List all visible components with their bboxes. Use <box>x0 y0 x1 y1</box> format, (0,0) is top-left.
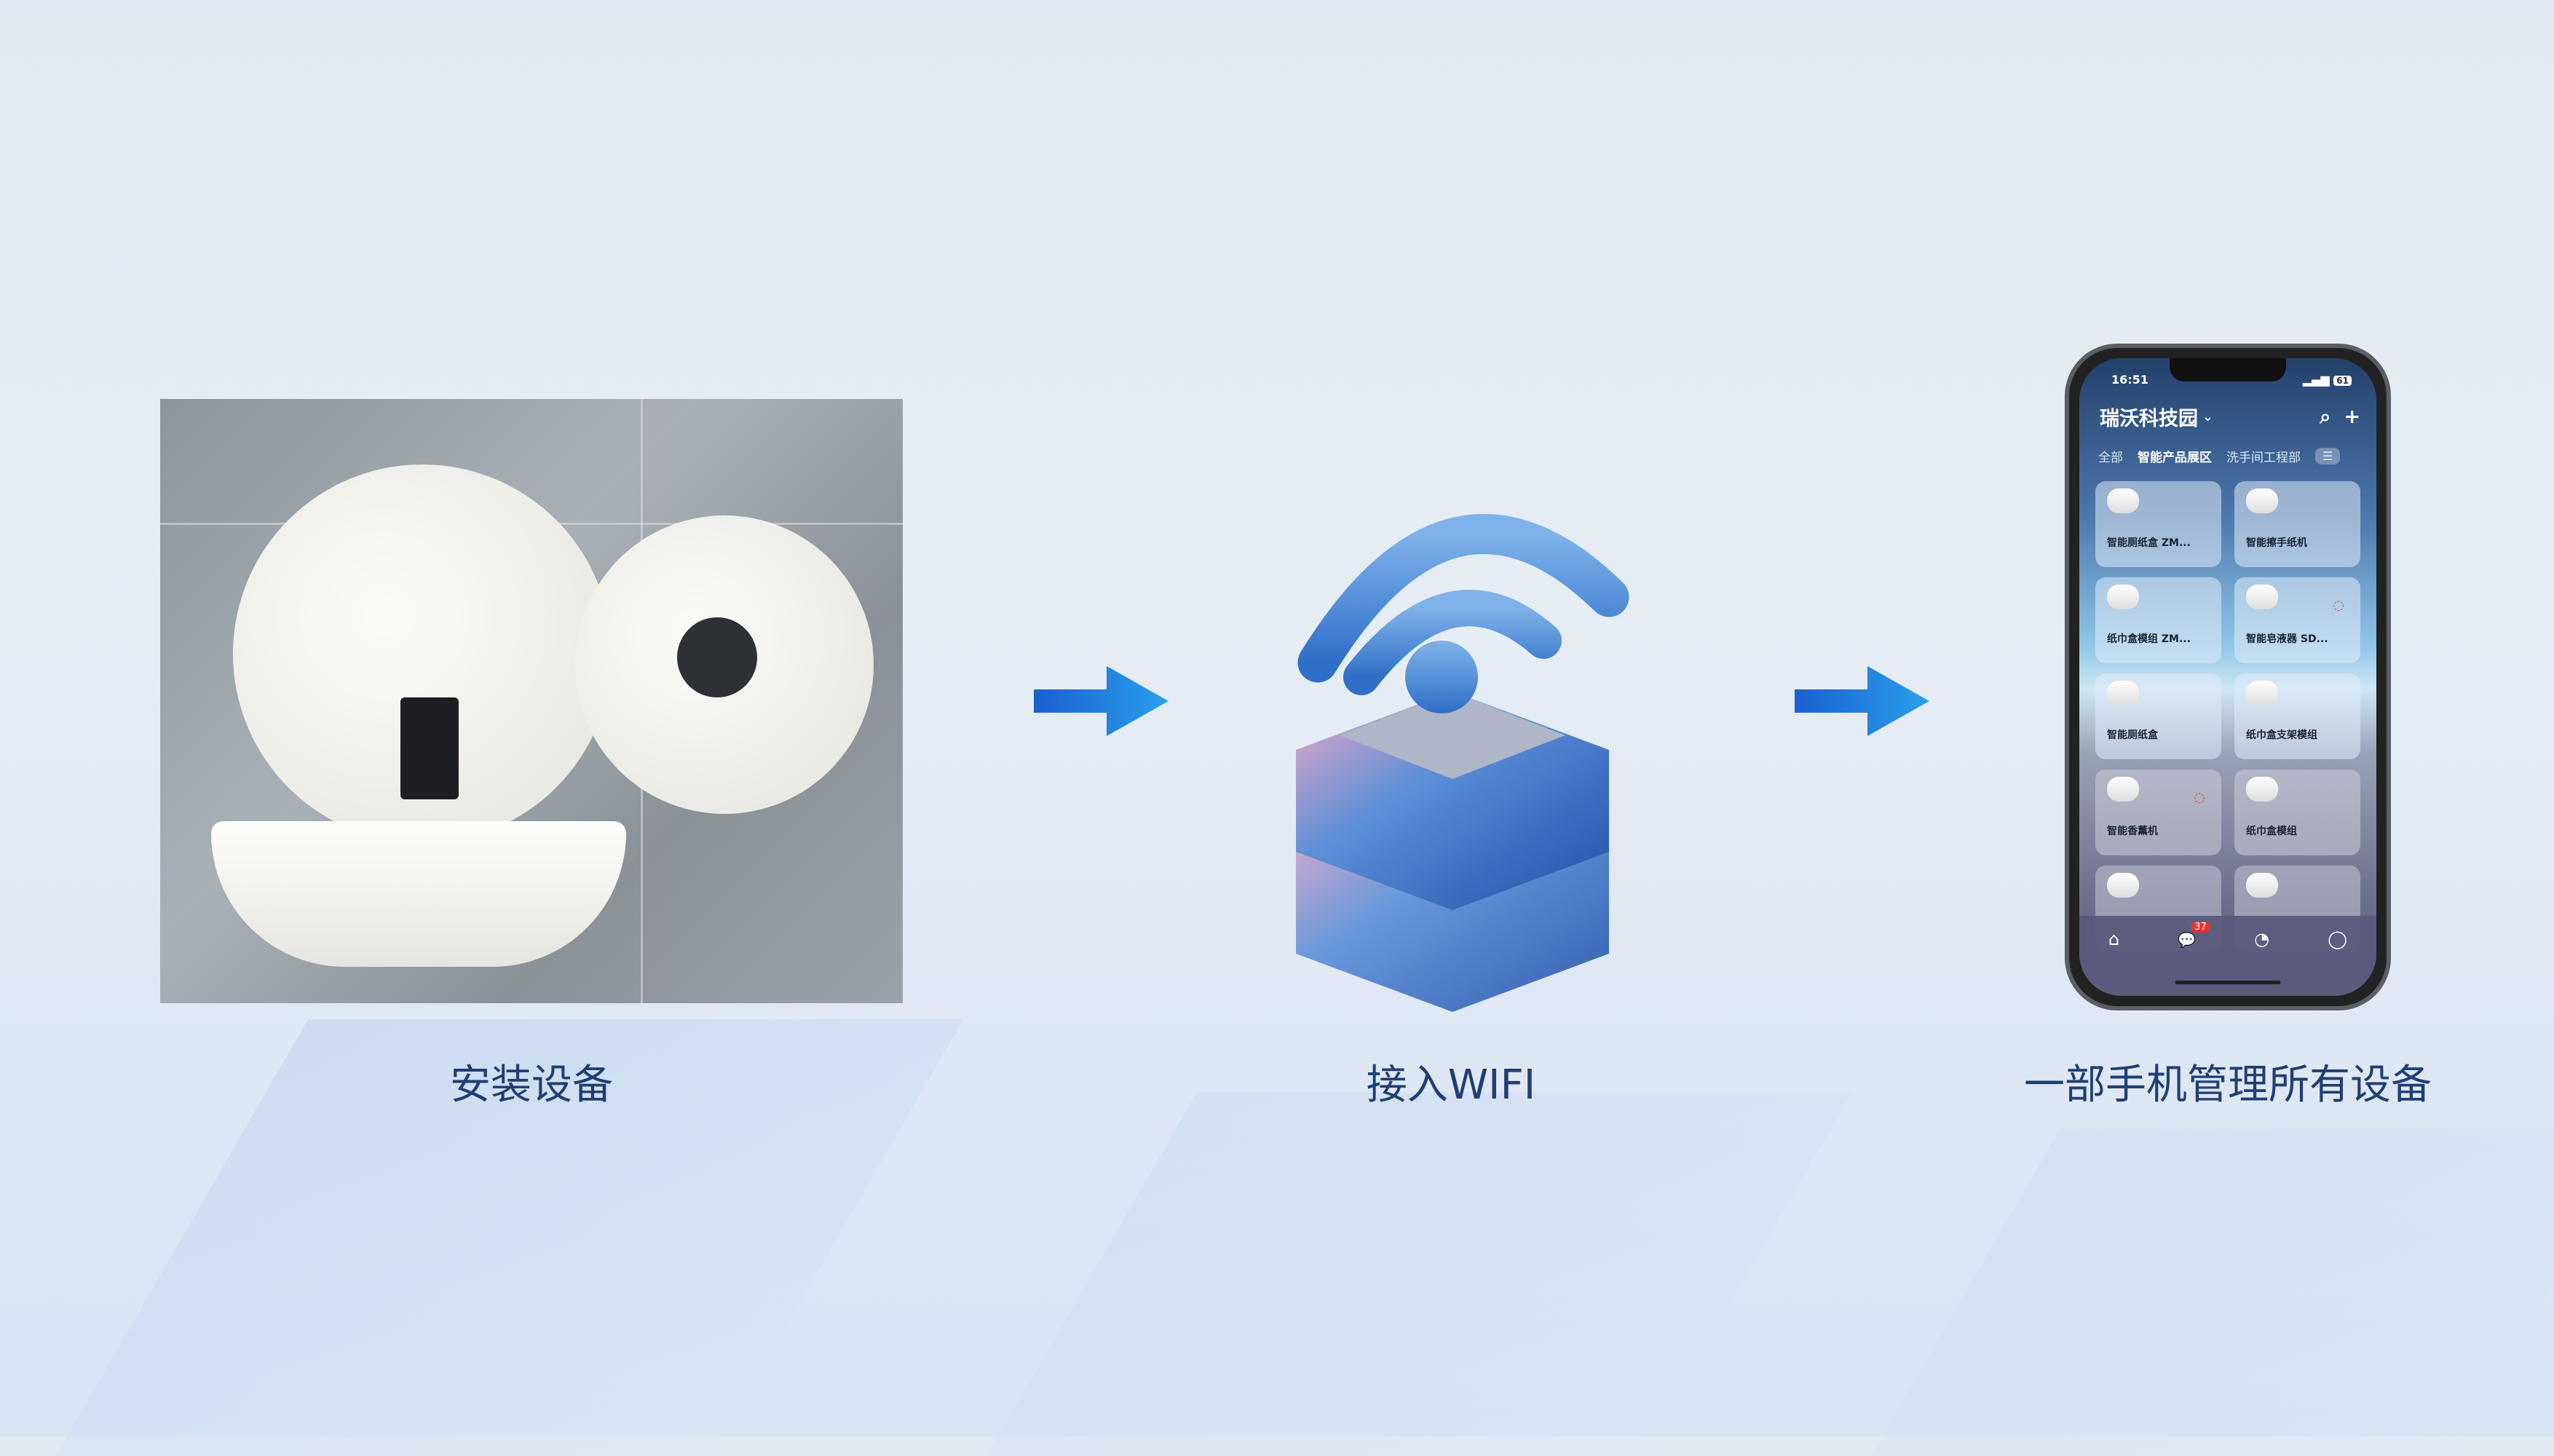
message-icon[interactable]: 💬 <box>2178 931 2197 949</box>
device-thumbnail <box>2246 777 2278 802</box>
step-install-label: 安装设备 <box>450 1061 613 1109</box>
signal-icon: ▂▄▆ <box>2302 373 2334 387</box>
device-thumbnail <box>2107 873 2139 898</box>
device-thumbnail <box>2107 585 2139 609</box>
phone-mockup: 16:51 ▂▄▆ 61 瑞沃科技园 ⌄ ⌕ + 全部 智能产品展区 洗手间工程… <box>2065 344 2391 1010</box>
background-shape <box>987 1092 1853 1456</box>
status-bar: 16:51 ▂▄▆ 61 <box>2079 358 2376 387</box>
device-name: 纸巾盒模组 ZM... <box>2107 633 2191 645</box>
dispenser-cover <box>211 821 626 967</box>
device-card[interactable]: ◌ 智能香薰机 <box>2095 769 2221 855</box>
device-name: 智能擦手纸机 <box>2246 537 2307 549</box>
tab-smart-showroom[interactable]: 智能产品展区 <box>2138 451 2212 465</box>
profile-icon[interactable]: ◯ <box>2328 929 2347 949</box>
battery-indicator: 61 <box>2333 376 2352 386</box>
device-name: 纸巾盒支架模组 <box>2246 729 2317 741</box>
phone-notch <box>2170 358 2286 381</box>
home-icon[interactable]: ⌂ <box>2108 929 2120 949</box>
arrow-right-icon <box>1034 666 1169 736</box>
device-thumbnail <box>2107 777 2139 802</box>
device-thumbnail <box>2246 585 2278 609</box>
step-wifi-label: 接入WIFI <box>1366 1061 1536 1109</box>
home-indicator[interactable] <box>2175 981 2281 984</box>
device-thumbnail <box>2246 488 2278 513</box>
message-badge: 37 <box>2191 922 2210 933</box>
search-icon[interactable]: ⌕ <box>2320 405 2331 428</box>
tab-restroom-dept[interactable]: 洗手间工程部 <box>2226 451 2301 465</box>
location-title[interactable]: 瑞沃科技园 <box>2100 408 2198 430</box>
device-thumbnail <box>2107 681 2139 705</box>
device-card[interactable]: 纸巾盒支架模组 <box>2234 673 2360 759</box>
step-manage-label: 一部手机管理所有设备 <box>2024 1061 2432 1109</box>
install-device-photo <box>160 399 903 1003</box>
device-thumbnail <box>2107 488 2139 513</box>
tab-all[interactable]: 全部 <box>2098 451 2123 465</box>
device-thumbnail <box>2246 681 2278 705</box>
add-icon[interactable]: + <box>2344 405 2360 428</box>
device-name: 智能厕纸盒 ZM... <box>2107 537 2191 549</box>
device-name: 智能厕纸盒 <box>2107 729 2158 741</box>
device-thumbnail <box>2246 873 2278 898</box>
device-name: 智能香薰机 <box>2107 826 2158 837</box>
device-card[interactable]: ◌ 智能皂液器 SD... <box>2234 577 2360 663</box>
chevron-down-icon[interactable]: ⌄ <box>2202 409 2214 424</box>
device-card[interactable]: 纸巾盒模组 ZM... <box>2095 577 2221 663</box>
background-shape <box>1871 1128 2554 1456</box>
stats-icon[interactable]: ◔ <box>2254 929 2270 949</box>
menu-icon[interactable]: ☰ <box>2315 448 2341 464</box>
device-card[interactable]: 纸巾盒模组 <box>2234 769 2360 855</box>
device-name: 纸巾盒模组 <box>2246 826 2297 837</box>
roll-core <box>677 617 757 697</box>
alert-icon: ◌ <box>2333 598 2344 613</box>
device-card[interactable]: 智能擦手纸机 <box>2234 481 2360 567</box>
control-module <box>400 697 459 799</box>
phone-screen: 16:51 ▂▄▆ 61 瑞沃科技园 ⌄ ⌕ + 全部 智能产品展区 洗手间工程… <box>2079 358 2376 996</box>
wifi-router-illustration <box>1296 514 1629 1012</box>
arrow-right-icon <box>1795 666 1929 736</box>
status-time: 16:51 <box>2111 373 2148 387</box>
device-grid: 智能厕纸盒 ZM... 智能擦手纸机 纸巾盒模组 ZM... ◌ 智能皂液器 SD… <box>2079 465 2376 951</box>
device-card[interactable]: 智能厕纸盒 <box>2095 673 2221 759</box>
alert-icon: ◌ <box>2194 790 2205 805</box>
device-card[interactable]: 智能厕纸盒 ZM... <box>2095 481 2221 567</box>
device-name: 智能皂液器 SD... <box>2246 633 2328 645</box>
